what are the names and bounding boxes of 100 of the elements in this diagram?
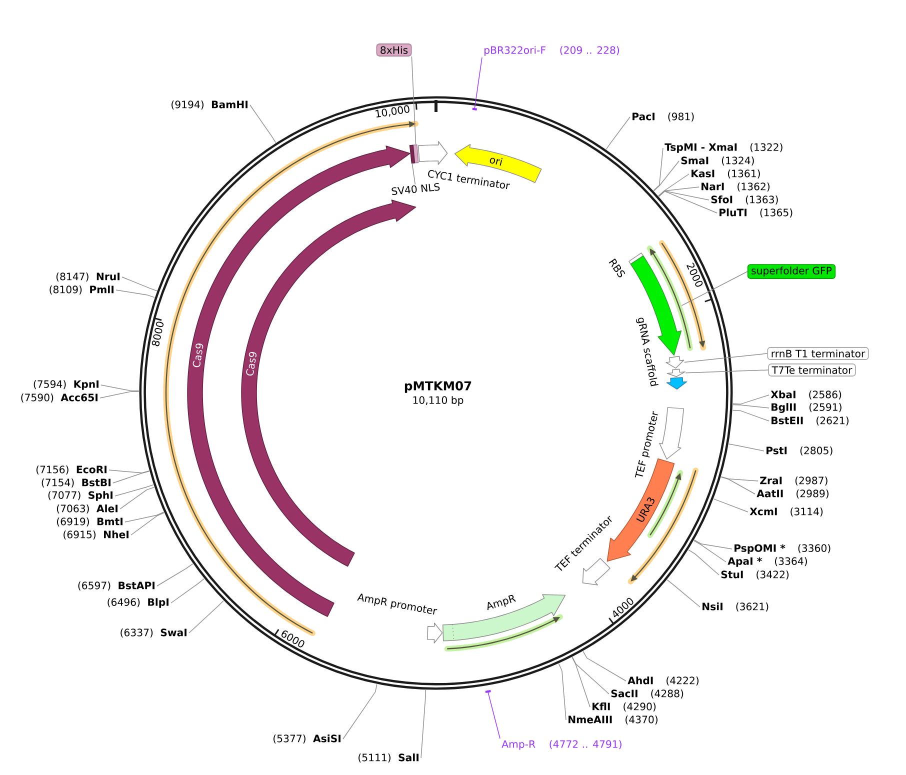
enzyme-site-label: BglII (2591) [772,403,842,413]
leader-line [108,470,150,474]
leader-line [658,174,690,196]
enzyme-site-label: TspMI - XmaI (1322) [664,143,782,153]
enzyme-site-label: (8147) NruI [56,272,120,282]
enzyme-site-label: PspOMI * (3360) [734,544,830,554]
tick-label: 2000 [686,262,703,287]
leader-line [124,512,164,522]
leader-line [572,656,610,694]
enzyme-site-label: AatII (2989) [756,489,828,498]
leader-line [694,540,726,562]
leader-line [250,104,276,144]
leader-line [658,190,710,200]
enzyme-site-label: SfoI (1363) [711,195,778,205]
leader-line [685,370,769,374]
leader-line [112,470,150,484]
enzyme-site-label: XbaI (2586) [770,390,842,400]
leader-line [156,563,194,586]
leader-line [342,684,378,740]
plasmid-name: pMTKM07 [404,381,472,393]
leader-line [720,476,756,494]
enzyme-site-label: (7154) BstBI [42,478,110,488]
enzyme-site-label: (6915) NheI [64,530,128,540]
leader-line [684,353,768,363]
leader-line [732,410,770,422]
tick-label: 6000 [282,630,304,648]
feature-arc [666,368,686,377]
enzyme-site-label: (7063) AleI [56,504,118,514]
leader-line [694,540,732,550]
enzyme-site-label: NmeAIII (4370) [568,715,658,725]
leader-line [411,56,416,145]
enzyme-site-label: NsiI (3621) [702,602,768,612]
enzyme-site-label: (7077) SphI [48,491,112,501]
enzyme-site-label: (9194) BamHI [172,100,248,110]
leader-line [116,290,155,298]
enzyme-site-label: (8109) PmlI [50,285,114,295]
enzyme-site-label: SacII (4288) [611,689,684,699]
feature-label-box: T7Te terminator [768,364,856,376]
enzyme-site-label: AhdI (4222) [628,676,699,686]
leader-line [732,394,770,404]
feature-label: Cas9 [192,344,204,368]
leader-line [572,656,590,708]
enzyme-site-label: StuI (3422) [721,570,789,580]
feature-label: SV40 NLS [392,183,440,195]
enzyme-site-label: (5111) SalI [358,753,418,763]
leader-line [681,271,748,306]
leader-line [130,512,164,536]
leader-line [728,444,764,452]
plasmid-size: 10,110 bp [413,396,464,406]
leader-line [666,579,700,608]
leader-line [100,384,140,392]
tick-label: 10,000 [375,105,410,118]
leader-line [474,57,482,109]
leader-line [558,663,566,720]
enzyme-site-label: (6337) SwaI [120,628,186,638]
feature-label: ori [490,158,503,166]
leader-line [188,600,224,634]
leader-line [658,186,700,196]
leader-line [170,578,204,604]
feature-label-box: rrnB T1 terminator [767,347,869,360]
primer-mark [472,108,478,110]
enzyme-site-label: KasI (1361) [692,169,760,178]
leader-line [688,549,720,576]
leader-line [658,190,718,214]
enzyme-site-label: (6496) BlpI [108,598,168,608]
enzyme-site-label: (7594) KpnI [34,380,98,390]
feature-label: gRNA scaffold [636,318,658,386]
leader-line [653,148,664,191]
leader-line [420,690,426,758]
feature-label: Cas9 [246,352,256,376]
leader-line [100,391,140,398]
leader-line [412,163,416,185]
enzyme-site-label: ZraI (2987) [760,476,828,486]
feature-label: TEF promoter [634,410,658,478]
leader-line [654,160,680,192]
enzyme-site-label: PacI (981) [632,112,694,122]
feature-block [409,144,415,164]
primer-label: pBR322ori-F (209 .. 228) [484,46,620,56]
leader-line [720,476,758,482]
enzyme-site-label: (7156) EcoRI [36,465,106,474]
leader-line [713,498,748,512]
enzyme-site-label: ApaI * (3364) [728,557,807,567]
primer-mark [485,690,491,693]
enzyme-site-label: KflI (4290) [592,702,656,712]
feature-label-box: 8xHis [376,44,412,56]
feature-block [412,144,419,164]
enzyme-site-label: BstEII (2621) [772,416,848,426]
feature-arc [666,356,684,369]
feature-label-box: superfolder GFP [747,264,836,279]
enzyme-site-label: NarI (1362) [702,182,770,192]
leader-line [582,650,626,682]
tick-label: 8000 [152,322,164,346]
enzyme-site-label: PluTI (1365) [720,208,792,218]
enzyme-site-label: (7590) Acc65I [21,393,98,402]
leader-line [732,404,770,408]
enzyme-site-label: SmaI (1324) [681,156,754,166]
leader-line [122,276,158,292]
primer-label: Amp-R (4772 .. 4791) [502,740,622,750]
enzyme-site-label: (5377) AsiSI [274,734,340,744]
leader-line [120,486,155,510]
